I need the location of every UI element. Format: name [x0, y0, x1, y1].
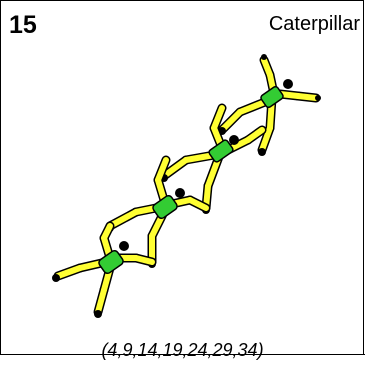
left-leg [209, 103, 227, 153]
hand [261, 54, 267, 60]
skydiver-icon [159, 103, 267, 214]
hand [94, 310, 102, 318]
divider-line [0, 354, 365, 355]
hand [315, 95, 321, 101]
skydiver-icon [105, 155, 211, 268]
right-leg [275, 89, 321, 103]
skydiver-icon [217, 54, 321, 156]
torso [98, 249, 124, 275]
skydiver-icon [52, 221, 157, 318]
slot-numbers: (4,9,14,19,24,29,34) [101, 340, 264, 360]
head [119, 241, 129, 251]
formation-number: 15 [9, 11, 37, 39]
torso [152, 194, 178, 220]
torso [208, 139, 234, 163]
hand [52, 274, 60, 282]
head [283, 79, 293, 89]
hand [258, 148, 266, 156]
left-arm [217, 95, 275, 135]
head [229, 135, 239, 145]
formation-card [0, 0, 364, 355]
torso [260, 85, 284, 109]
left-leg [153, 155, 171, 205]
right-arm [93, 263, 115, 317]
formation-name: Caterpillar [268, 13, 360, 35]
head [175, 188, 185, 198]
